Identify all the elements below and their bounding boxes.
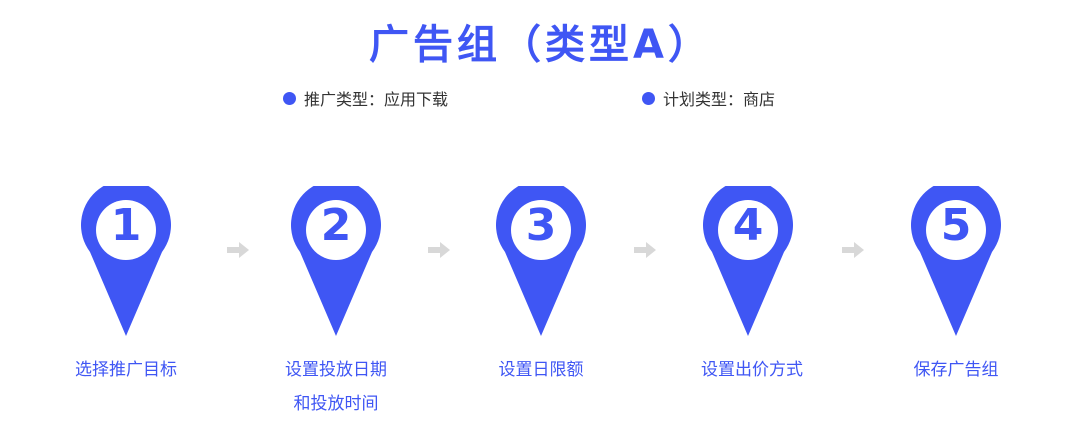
arrow-right-icon <box>227 242 249 258</box>
bullet-dot-icon <box>283 91 296 105</box>
promotion-type: 推广类型：应用下载 <box>283 86 448 110</box>
step-2-pin: 2 <box>291 186 381 336</box>
plan-type: 计划类型：商店 <box>642 86 775 110</box>
step-1-label: 选择推广目标 <box>41 353 211 387</box>
arrow-right-icon <box>842 242 864 258</box>
step-3-number: 3 <box>525 200 557 251</box>
step-5-label-line: 保存广告组 <box>913 360 999 380</box>
arrow-right-icon <box>634 242 656 258</box>
step-3-pin: 3 <box>496 186 586 336</box>
step-4-label: 设置出价方式 <box>667 353 837 387</box>
promotion-type-label: 推广类型：应用下载 <box>304 90 449 109</box>
step-2-label: 设置投放日期 和投放时间 <box>251 353 421 421</box>
step-4-number: 4 <box>732 200 764 251</box>
map-pin-icon <box>291 186 381 336</box>
arrow-right-icon <box>428 242 450 258</box>
page-title: 广告组（类型A） <box>369 22 712 68</box>
map-pin-icon <box>496 186 586 336</box>
bullet-dot-icon <box>642 91 655 105</box>
step-3-label-line: 设置日限额 <box>498 360 584 380</box>
map-pin-icon <box>81 186 171 336</box>
map-pin-icon <box>911 186 1001 336</box>
step-4-label-line: 设置出价方式 <box>701 360 803 380</box>
step-5-label: 保存广告组 <box>871 353 1041 387</box>
step-5-pin: 5 <box>911 186 1001 336</box>
step-2-number: 2 <box>320 200 352 251</box>
step-1-label-line: 选择推广目标 <box>75 360 177 380</box>
step-1-number: 1 <box>110 200 142 251</box>
step-2-label-line-1: 设置投放日期 <box>285 360 387 380</box>
step-5-number: 5 <box>940 200 972 251</box>
plan-type-label: 计划类型：商店 <box>663 90 776 109</box>
step-4-pin: 4 <box>703 186 793 336</box>
step-1-pin: 1 <box>81 186 171 336</box>
step-3-label: 设置日限额 <box>456 353 626 387</box>
step-2-label-line-2: 和投放时间 <box>293 394 379 414</box>
map-pin-icon <box>703 186 793 336</box>
